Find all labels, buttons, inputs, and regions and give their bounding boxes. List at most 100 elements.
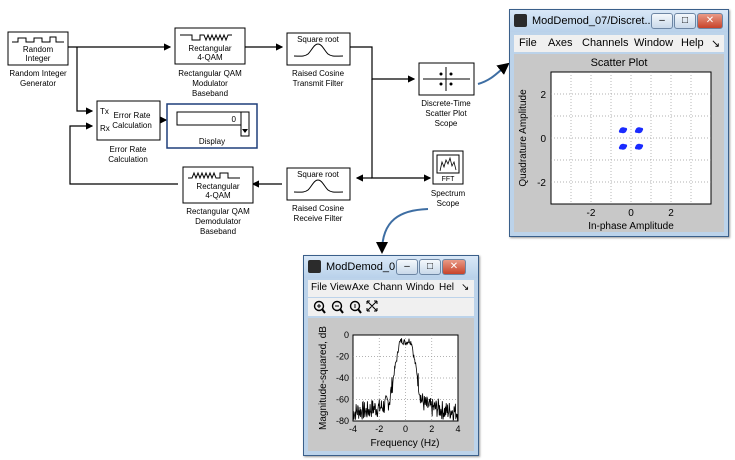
svg-text:Scatter Plot: Scatter Plot: [425, 109, 467, 118]
zoom-x-icon[interactable]: [331, 300, 344, 314]
minimize-button[interactable]: –: [396, 259, 418, 275]
scatter-menubar: File Axes Channels Window Help ↘: [514, 35, 724, 52]
spectrum-scope-block[interactable]: FFT Spectrum Scope: [431, 150, 466, 208]
menu-axes[interactable]: Axe: [352, 282, 370, 293]
svg-text:Error Rate: Error Rate: [110, 145, 147, 154]
close-button[interactable]: ✕: [697, 13, 723, 29]
minimize-button[interactable]: –: [651, 13, 673, 29]
spectrum-grid: [353, 335, 458, 421]
svg-text:Raised Cosine: Raised Cosine: [292, 69, 345, 78]
menu-file[interactable]: File: [519, 37, 537, 49]
menu-help[interactable]: Help: [681, 37, 704, 49]
menu-overflow-icon[interactable]: ↘: [461, 282, 470, 293]
svg-text:Rectangular: Rectangular: [188, 44, 231, 53]
svg-text:Square root: Square root: [297, 170, 340, 179]
x-tick-label: 0: [628, 208, 634, 219]
menu-file[interactable]: File: [311, 282, 328, 293]
y-tick-label: 0: [540, 134, 546, 145]
menu-axes[interactable]: Axes: [548, 37, 573, 49]
matlab-icon: [514, 14, 527, 27]
spectrum-ylabel: Magnitude-squared, dB: [318, 326, 329, 430]
svg-text:Rectangular QAM: Rectangular QAM: [178, 69, 242, 78]
svg-text:Baseband: Baseband: [192, 89, 228, 98]
svg-text:Tx: Tx: [100, 107, 109, 116]
spectrum-scope-window[interactable]: ModDemod_0... – □ ✕ File View Axe Chann …: [303, 255, 479, 456]
y-tick-label: 2: [540, 90, 546, 101]
svg-text:Transmit Filter: Transmit Filter: [293, 79, 344, 88]
svg-text:FFT: FFT: [442, 176, 456, 183]
menu-overflow-icon[interactable]: ↘: [711, 38, 721, 50]
scatter-scope-block[interactable]: Discrete-Time Scatter Plot Scope: [418, 62, 475, 128]
display-block[interactable]: 0 Display: [166, 103, 258, 149]
svg-text:Calculation: Calculation: [112, 121, 152, 130]
svg-text:Baseband: Baseband: [200, 227, 236, 236]
qam-demodulator-block[interactable]: Rectangular 4-QAM Rectangular QAM Demodu…: [182, 166, 254, 236]
scatter-callout-arrow: [477, 62, 510, 85]
svg-text:Demodulator: Demodulator: [195, 217, 241, 226]
scatter-point: [623, 127, 628, 131]
svg-text:Discrete-Time: Discrete-Time: [421, 99, 471, 108]
zoom-y-icon[interactable]: [349, 300, 362, 314]
svg-text:4-QAM: 4-QAM: [197, 53, 223, 62]
menu-window[interactable]: Window: [634, 37, 674, 49]
x-tick-label: 4: [455, 424, 460, 434]
scatter-point: [623, 144, 628, 148]
svg-text:Rectangular QAM: Rectangular QAM: [186, 207, 250, 216]
scatter-point: [618, 146, 623, 150]
svg-text:Random Integer: Random Integer: [9, 69, 67, 78]
maximize-button[interactable]: □: [419, 259, 441, 275]
svg-text:Spectrum: Spectrum: [431, 189, 466, 198]
svg-text:Calculation: Calculation: [108, 155, 148, 164]
scatter-point: [634, 129, 639, 133]
y-tick-label: -20: [336, 352, 349, 362]
menu-channels[interactable]: Channels: [582, 37, 629, 49]
x-tick-label: 2: [429, 424, 434, 434]
maximize-button[interactable]: □: [674, 13, 696, 29]
y-tick-label: 0: [344, 330, 349, 340]
scatter-title: Scatter Plot: [591, 57, 648, 69]
spectrum-line: [352, 338, 459, 422]
scatter-window-titlebar[interactable]: ModDemod_07/Discret... – □ ✕: [510, 10, 728, 32]
qam-modulator-block[interactable]: Rectangular 4-QAM Rectangular QAM Modula…: [174, 27, 246, 98]
svg-text:Rx: Rx: [100, 124, 110, 133]
menu-help[interactable]: Hel: [439, 282, 455, 293]
svg-text:0: 0: [232, 115, 237, 124]
svg-text:Random: Random: [23, 45, 54, 54]
svg-text:Square root: Square root: [297, 35, 340, 44]
svg-text:Display: Display: [199, 137, 225, 146]
receive-filter-block[interactable]: Square root Raised Cosine Receive Filter: [286, 167, 351, 223]
zoom-in-icon[interactable]: [313, 300, 326, 314]
error-rate-block[interactable]: Tx Rx Error Rate Calculation Error Rate …: [96, 100, 161, 164]
x-tick-label: -4: [349, 424, 357, 434]
signal-lines: [68, 43, 432, 188]
scatter-point: [639, 144, 644, 148]
menu-window[interactable]: Windo: [406, 282, 435, 293]
svg-text:Generator: Generator: [20, 79, 56, 88]
transmit-filter-block[interactable]: Square root Raised Cosine Transmit Filte…: [286, 32, 351, 88]
spectrum-window-titlebar[interactable]: ModDemod_0... – □ ✕: [304, 256, 478, 278]
spectrum-xlabel: Frequency (Hz): [371, 438, 440, 449]
svg-text:Integer: Integer: [26, 54, 51, 63]
random-integer-block[interactable]: Random Integer Random Integer Generator: [7, 31, 69, 88]
x-tick-label: -2: [587, 208, 596, 219]
close-button[interactable]: ✕: [442, 259, 466, 275]
spectrum-menubar: File View Axe Chann Windo Hel ↘: [308, 280, 474, 297]
scatter-point: [639, 127, 644, 131]
spectrum-toolbar: [308, 298, 474, 316]
svg-text:Scope: Scope: [435, 119, 458, 128]
svg-text:Raised Cosine: Raised Cosine: [292, 204, 345, 213]
svg-text:4-QAM: 4-QAM: [205, 191, 231, 200]
menu-view[interactable]: View: [330, 282, 352, 293]
scatter-plot-window[interactable]: ModDemod_07/Discret... – □ ✕ File Axes C…: [509, 9, 729, 237]
svg-text:Rectangular: Rectangular: [196, 182, 239, 191]
menu-channels[interactable]: Chann: [373, 282, 403, 293]
spectrum-window-title: ModDemod_0...: [326, 261, 396, 273]
autoscale-icon[interactable]: [366, 300, 378, 312]
y-tick-label: -40: [336, 373, 349, 383]
spectrum-callout-arrow: [376, 208, 429, 254]
svg-text:Error Rate: Error Rate: [114, 111, 151, 120]
scatter-ylabel: Quadrature Amplitude: [518, 89, 529, 187]
